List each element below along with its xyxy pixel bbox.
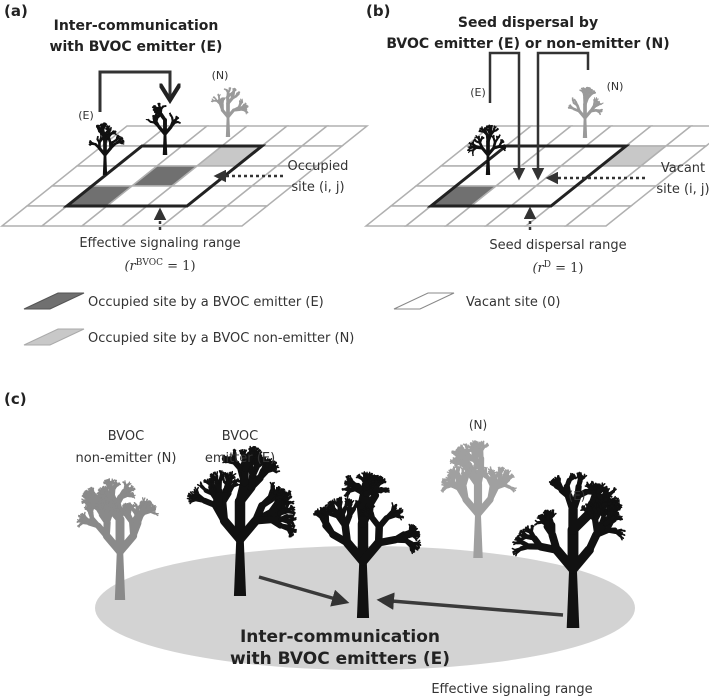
center-label-line1: Inter-communication xyxy=(240,627,440,647)
tree-emitter-a2 xyxy=(145,102,181,155)
panel-a-title-line2: with BVOC emitter (E) xyxy=(50,39,223,55)
legend-emitter-swatch xyxy=(23,292,85,310)
panel-b-title-line1: Seed dispersal by xyxy=(458,15,598,31)
range-outline xyxy=(62,144,267,208)
communication-arrow-right xyxy=(376,592,564,617)
range-outline xyxy=(426,144,631,208)
panel-c: (c) BVOC non-emitter (N) BVOC emitter (E… xyxy=(4,390,635,697)
tree-e-label-a: (E) xyxy=(78,109,94,122)
legend-emitter-text: Occupied site by a BVOC emitter (E) xyxy=(88,295,324,310)
panel-b-label: (b) xyxy=(366,2,390,20)
panel-a: (a) Inter-communication with BVOC emitte… xyxy=(0,2,370,274)
vacant-label-line2: site (i, j) xyxy=(656,182,709,197)
grid-cell xyxy=(199,205,270,227)
dispersal-arrow-emitter xyxy=(488,51,526,181)
signaling-range-label: Effective signaling range xyxy=(79,236,240,251)
panel-b-title-line2: BVOC emitter (E) or non-emitter (N) xyxy=(386,36,669,52)
range-label-c: Effective signaling range xyxy=(431,682,592,697)
legend-non-emitter-swatch xyxy=(23,328,85,346)
tree-e-label-b: (E) xyxy=(470,86,486,99)
non-emitter-label-line1: BVOC xyxy=(108,429,145,444)
dispersal-range-formula: (rD = 1) xyxy=(532,260,583,276)
emitter-label-line1: BVOC xyxy=(222,429,259,444)
vacant-label-line1: Vacant xyxy=(661,161,705,176)
tree-non-emitter-c1 xyxy=(76,478,159,600)
occupied-label-line2: site (i, j) xyxy=(291,180,344,195)
dispersal-range-label: Seed dispersal range xyxy=(489,238,626,253)
panel-a-title-line1: Inter-communication xyxy=(54,18,219,34)
tree-n-label-c: (N) xyxy=(469,418,487,432)
tree-e-label-c: (E) xyxy=(569,489,586,503)
dispersal-arrow-non-emitter xyxy=(531,51,590,181)
tree-non-emitter-c2 xyxy=(440,440,518,558)
panel-a-label: (a) xyxy=(4,2,28,20)
tree-emitter-c1 xyxy=(186,445,297,596)
tree-n-label-a: (N) xyxy=(212,69,229,82)
emitter-label-line2: emitter (E) xyxy=(205,451,275,466)
legend-non-emitter-text: Occupied site by a BVOC non-emitter (N) xyxy=(88,331,354,346)
occupied-label-line1: Occupied xyxy=(288,159,349,174)
tree-non-emitter-a xyxy=(210,87,249,137)
tree-emitter-c3 xyxy=(511,471,626,628)
tree-n-label-b: (N) xyxy=(607,80,624,93)
center-label-line2: with BVOC emitters (E) xyxy=(230,649,450,669)
signaling-range-formula: (rBVOC = 1) xyxy=(124,258,195,274)
communication-arrow xyxy=(98,70,170,112)
communication-arrow-left xyxy=(258,575,350,607)
tree-emitter-b xyxy=(467,124,507,175)
panel-b: (b) Seed dispersal by BVOC emitter (E) o… xyxy=(363,2,709,276)
grid-cell xyxy=(563,205,634,227)
non-emitter-label-line2: non-emitter (N) xyxy=(76,451,177,466)
legend-vacant-text: Vacant site (0) xyxy=(466,295,560,310)
tree-emitter-c2 xyxy=(312,471,422,618)
panel-c-label: (c) xyxy=(4,390,27,408)
legend: Occupied site by a BVOC emitter (E) Occu… xyxy=(23,292,560,346)
legend-vacant-swatch xyxy=(393,292,455,310)
lattice-grid-a xyxy=(0,125,370,227)
tree-non-emitter-b xyxy=(567,86,604,138)
tree-emitter-a1 xyxy=(88,122,125,175)
